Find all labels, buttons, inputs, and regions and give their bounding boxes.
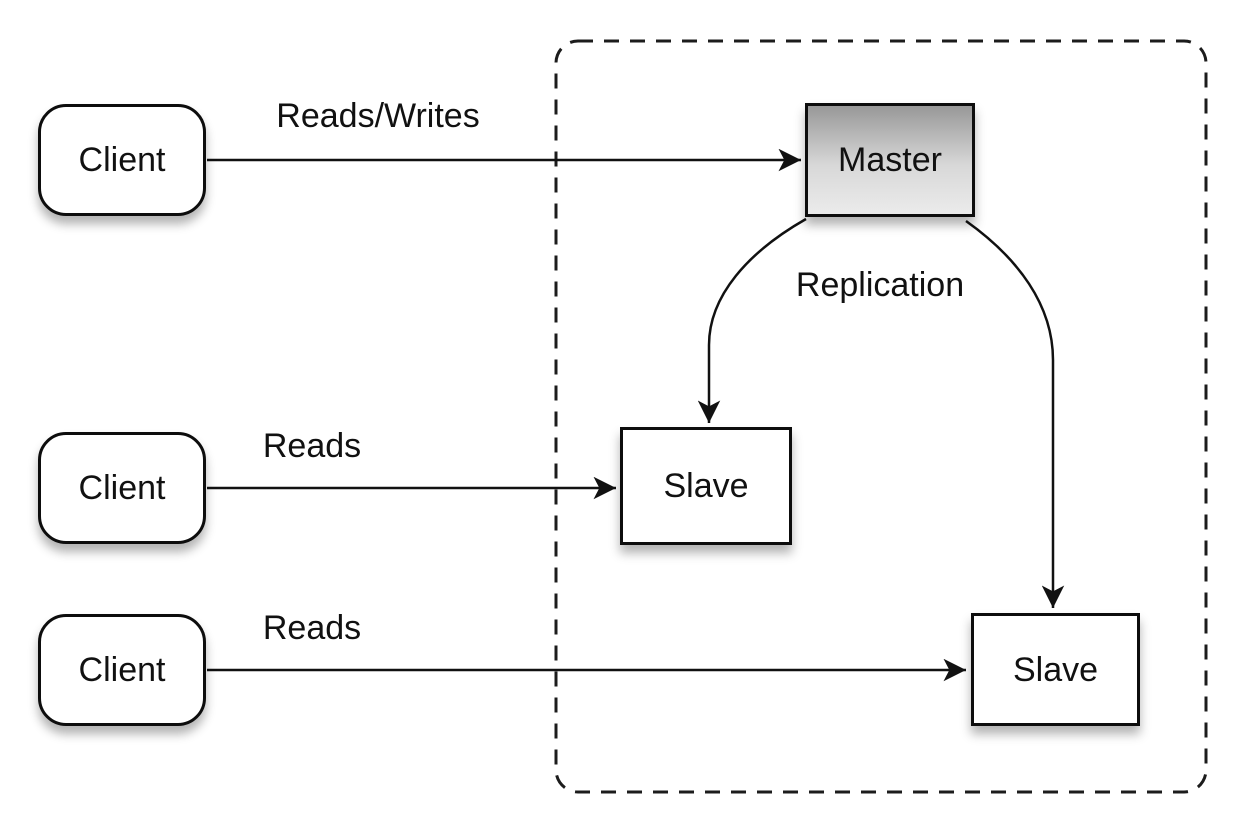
arrow-master-to-slave1 (697, 217, 807, 423)
node-client-1: Client (38, 104, 206, 216)
node-master-label: Master (838, 141, 942, 179)
node-slave-1-label: Slave (663, 467, 749, 505)
node-client-1-label: Client (78, 141, 166, 179)
node-slave-2-label: Slave (1012, 650, 1099, 689)
arrow-master-to-slave2 (965, 219, 1065, 608)
node-master: Master (805, 103, 975, 217)
node-client-2: Client (38, 432, 206, 544)
edge-label-reads-writes: Reads/Writes (276, 97, 480, 135)
cluster-boundary-dashed-rect (554, 39, 1208, 794)
node-client-3: Client (38, 614, 206, 726)
edge-label-reads-bottom: Reads (262, 609, 362, 647)
node-slave-1: Slave (620, 427, 792, 545)
node-slave-2: Slave (971, 613, 1140, 726)
edge-label-replication: Replication (795, 266, 965, 304)
node-client-2-label: Client (78, 469, 166, 507)
node-client-3-label: Client (78, 651, 166, 689)
edge-label-reads-top: Reads (262, 427, 362, 465)
